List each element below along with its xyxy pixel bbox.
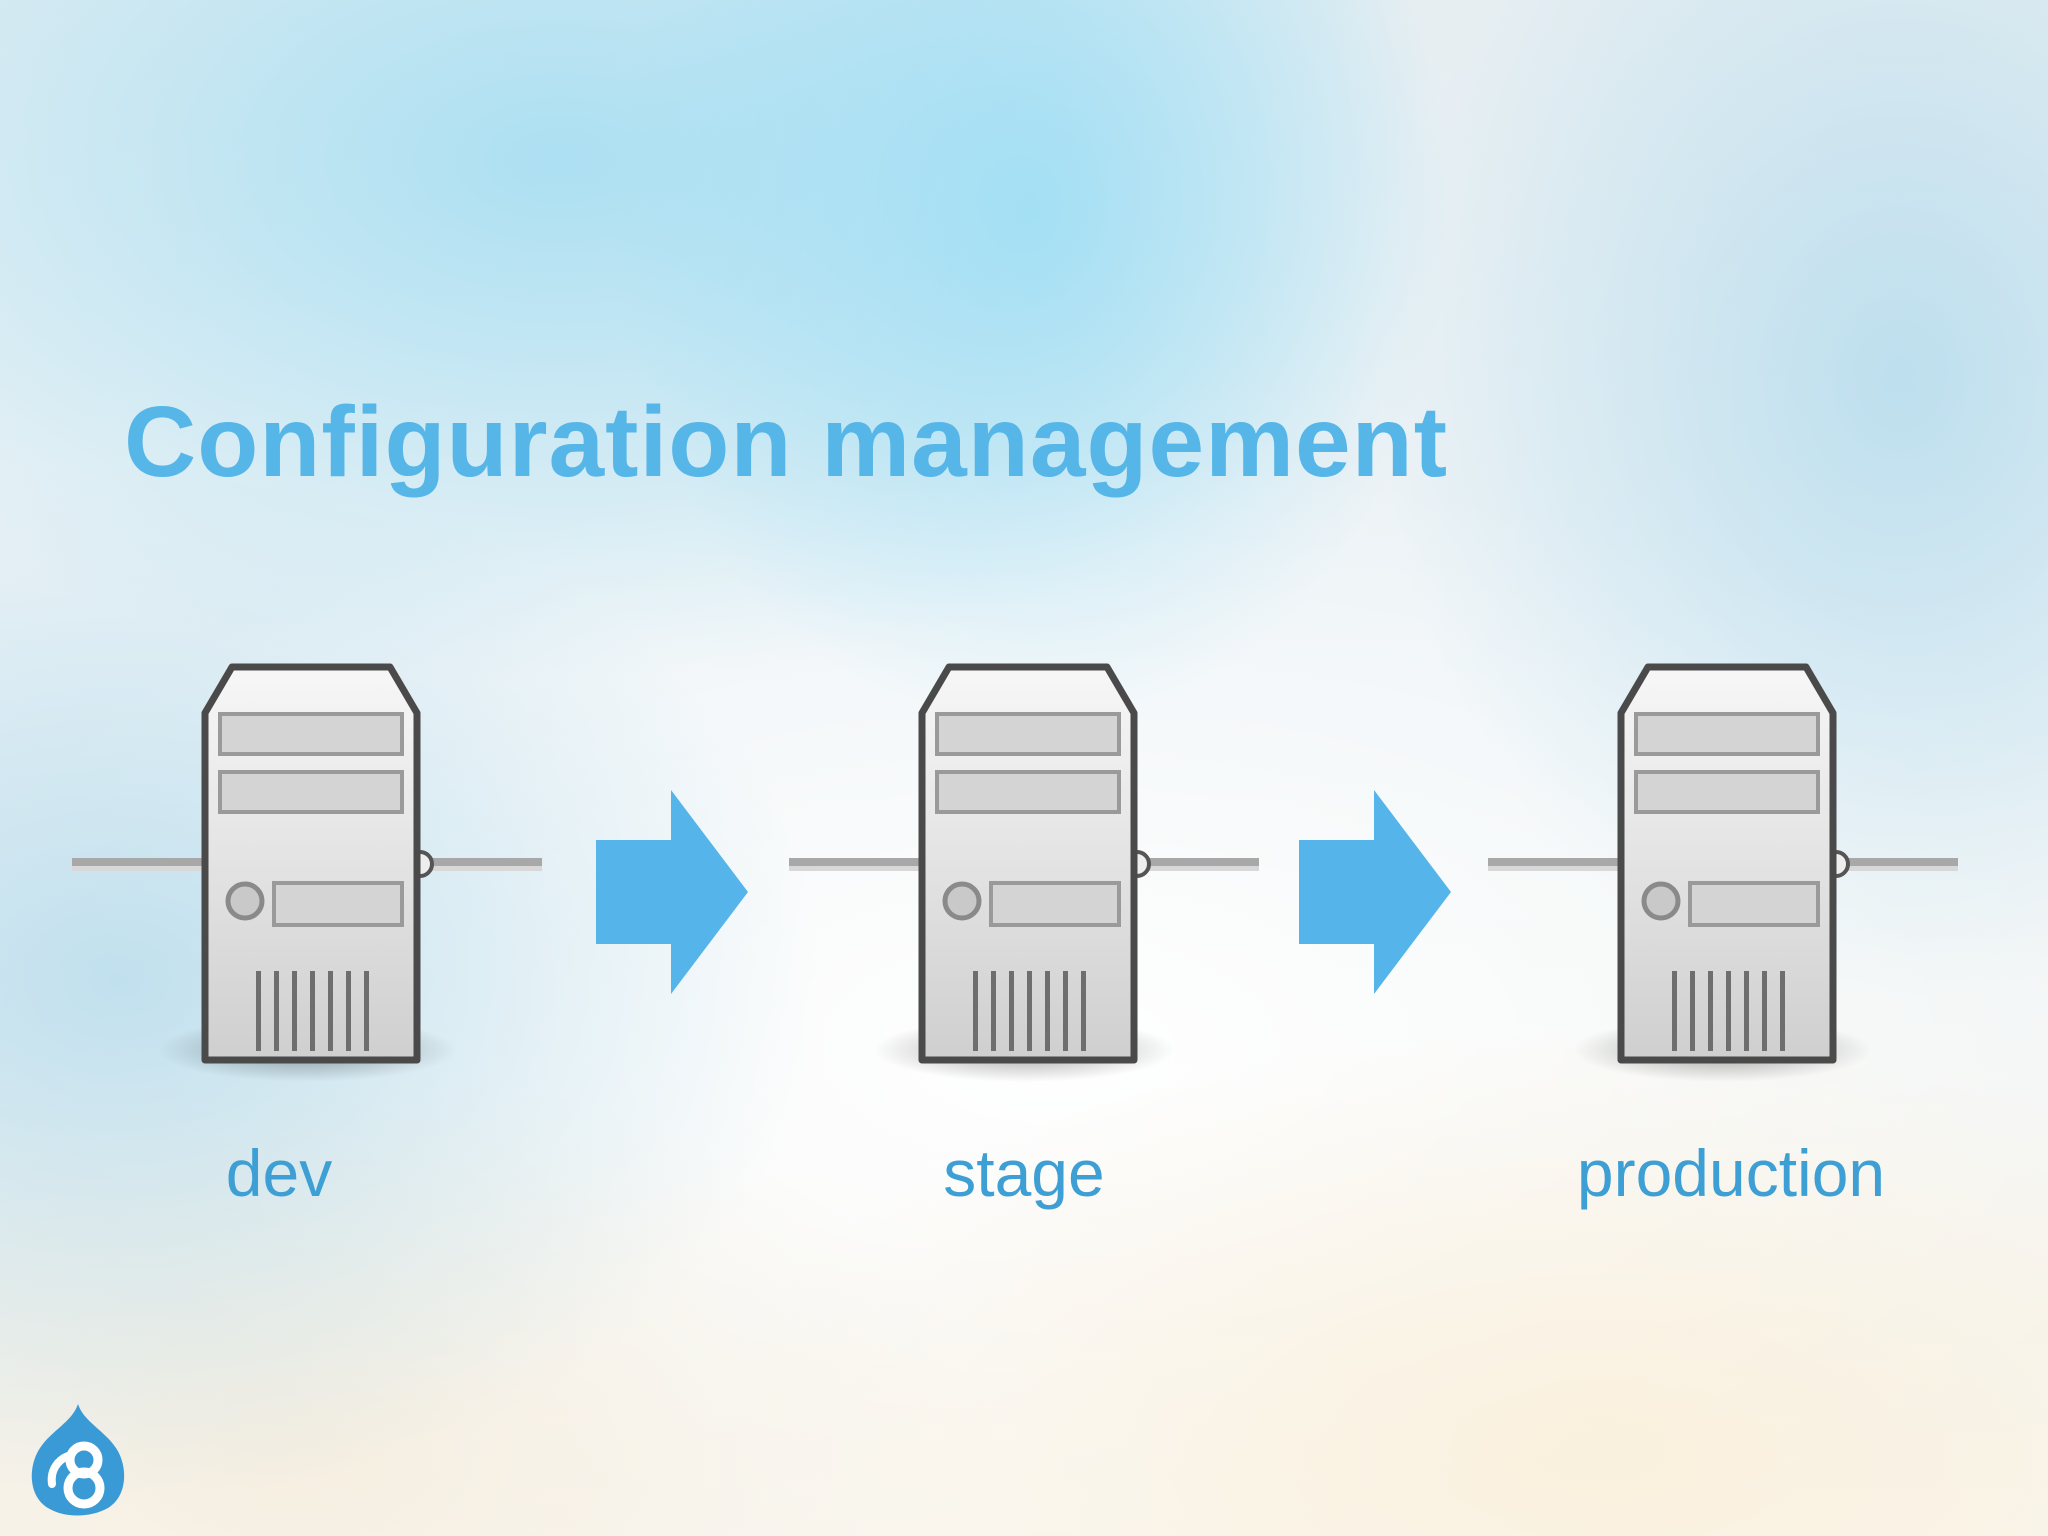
slide-title: Configuration management — [124, 386, 1449, 498]
stage-label-stage: stage — [943, 1136, 1105, 1210]
arrow-right-icon — [1299, 790, 1451, 994]
stage-label-dev: dev — [225, 1136, 333, 1210]
stage-server-icon — [789, 663, 1259, 1082]
stage-label-production: production — [1576, 1136, 1886, 1210]
arrow-right-icon — [596, 790, 748, 994]
production-server-icon — [1488, 663, 1958, 1082]
drupal-8-logo-icon — [31, 1404, 125, 1516]
dev-server-icon — [72, 663, 542, 1082]
